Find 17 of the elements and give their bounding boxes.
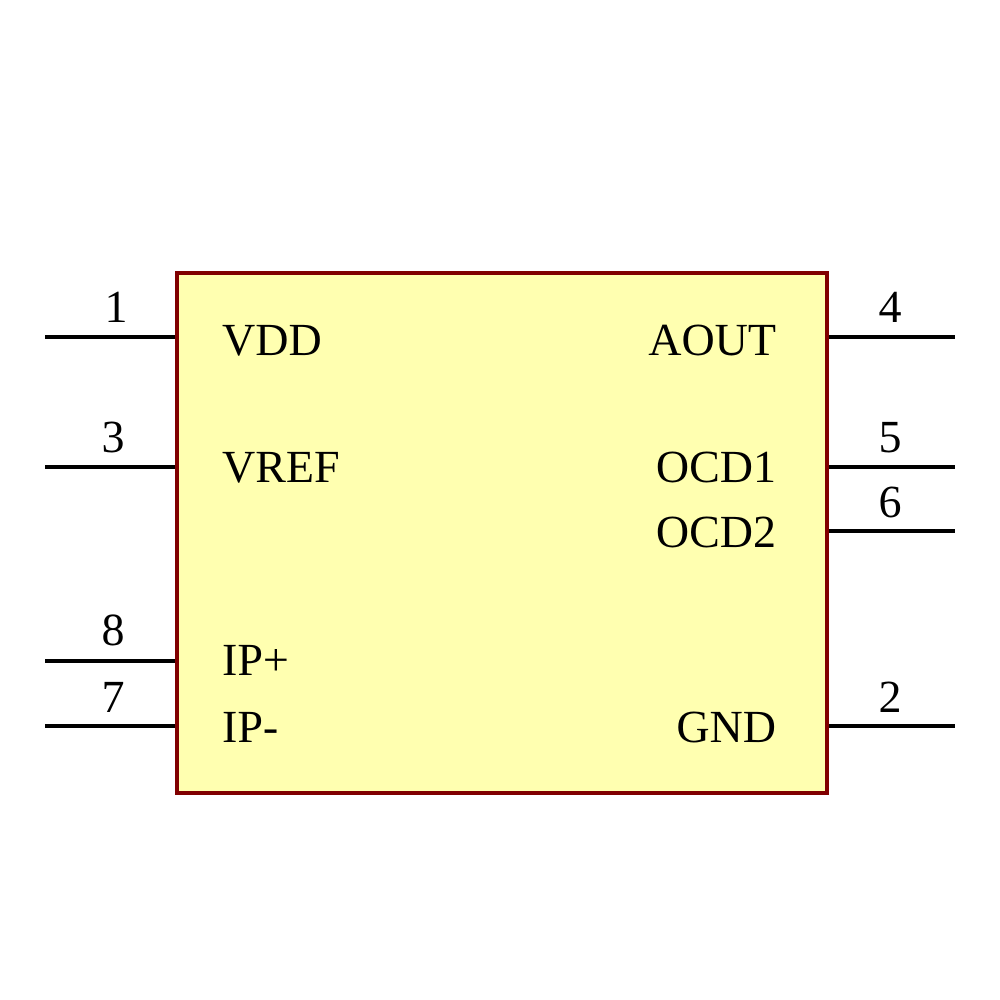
pin-name: OCD2 [656, 507, 776, 557]
pin-number: 4 [878, 282, 902, 332]
pin-name: IP+ [222, 635, 289, 685]
pin-name: VREF [222, 442, 340, 492]
pin-name: VDD [222, 315, 322, 365]
pin-name: OCD1 [656, 442, 776, 492]
chip-body [175, 271, 829, 795]
pin-name: IP- [222, 702, 278, 752]
pin-number: 5 [878, 412, 902, 462]
pin-number: 3 [102, 412, 124, 462]
pin-number: 6 [878, 477, 902, 527]
pin-number: 2 [878, 672, 902, 722]
pin-name: AOUT [648, 315, 776, 365]
pin-number: 7 [102, 672, 124, 722]
pin-number: 1 [104, 282, 128, 332]
pin-number: 8 [102, 605, 124, 655]
pin-name: GND [676, 702, 776, 752]
